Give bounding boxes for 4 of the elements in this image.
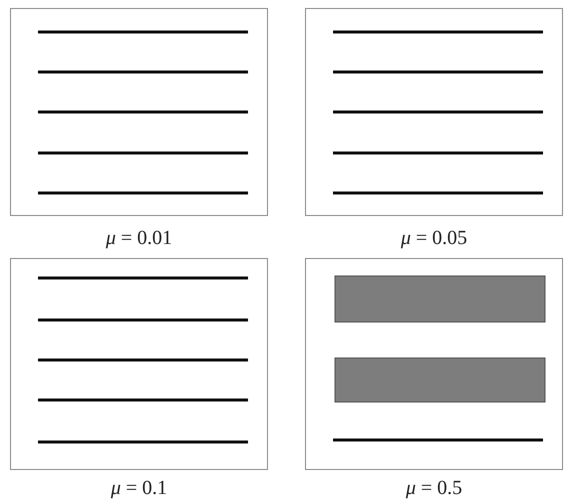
parameter-label: μ = 0.5 (406, 478, 462, 498)
parameter-label: μ = 0.05 (400, 228, 468, 248)
parameter-label: μ = 0.01 (106, 228, 172, 248)
parameter-label: μ = 0.1 (110, 478, 168, 498)
